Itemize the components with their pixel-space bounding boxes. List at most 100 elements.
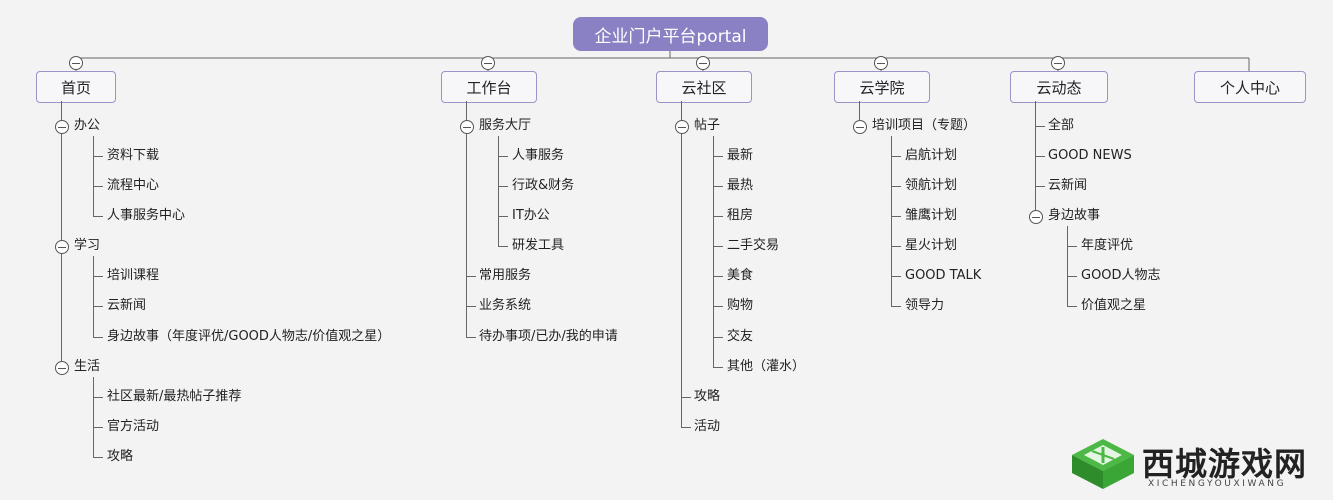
tree-leaf[interactable]: 云新闻 xyxy=(107,298,147,313)
tree-line xyxy=(93,136,94,216)
tree-line xyxy=(681,427,691,428)
tree-leaf[interactable]: 交友 xyxy=(727,329,754,344)
tree-leaf[interactable]: GOOD TALK xyxy=(905,268,982,283)
tree-line xyxy=(1035,126,1045,127)
tree-line xyxy=(713,136,714,367)
tree-leaf[interactable]: 资料下载 xyxy=(107,148,160,163)
tree-line xyxy=(498,156,508,157)
tree-leaf[interactable]: 购物 xyxy=(727,298,754,313)
tree-line xyxy=(713,276,723,277)
collapse-toggle-icon[interactable] xyxy=(696,56,710,70)
tree-node[interactable]: 常用服务 xyxy=(479,268,532,283)
tree-leaf[interactable]: 培训课程 xyxy=(107,268,160,283)
tree-line xyxy=(891,216,901,217)
tree-line xyxy=(713,306,723,307)
tree-line xyxy=(713,156,723,157)
tree-node[interactable]: 云新闻 xyxy=(1048,178,1088,193)
root-node[interactable]: 企业门户平台portal xyxy=(573,17,768,51)
collapse-toggle-icon[interactable] xyxy=(460,120,474,134)
collapse-toggle-icon[interactable] xyxy=(481,56,495,70)
tree-leaf[interactable]: 价值观之星 xyxy=(1081,298,1147,313)
collapse-toggle-icon[interactable] xyxy=(55,120,69,134)
tree-line xyxy=(498,136,499,246)
tree-leaf[interactable]: 最新 xyxy=(727,148,754,163)
watermark-title: 西城游戏网 xyxy=(1142,445,1308,483)
tree-line xyxy=(466,306,476,307)
tree-leaf[interactable]: IT办公 xyxy=(512,208,550,223)
tree-leaf[interactable]: 流程中心 xyxy=(107,178,160,193)
collapse-toggle-icon[interactable] xyxy=(55,361,69,375)
tree-leaf[interactable]: 雏鹰计划 xyxy=(905,208,958,223)
collapse-toggle-icon[interactable] xyxy=(874,56,888,70)
tree-node[interactable]: 学习 xyxy=(74,238,101,253)
tree-leaf[interactable]: 最热 xyxy=(727,178,754,193)
tree-node[interactable]: 全部 xyxy=(1048,118,1075,133)
tree-node[interactable]: 办公 xyxy=(74,118,101,133)
tree-line xyxy=(891,136,892,306)
tree-leaf[interactable]: 年度评优 xyxy=(1081,238,1134,253)
tree-line xyxy=(93,186,103,187)
tree-leaf[interactable]: 官方活动 xyxy=(107,419,160,434)
tree-line xyxy=(713,186,723,187)
tree-line xyxy=(93,156,103,157)
tree-node[interactable]: 待办事项/已办/我的申请 xyxy=(479,329,618,344)
node-home[interactable]: 首页 xyxy=(36,71,116,103)
node-cloud-community[interactable]: 云社区 xyxy=(656,71,752,103)
tree-leaf[interactable]: 人事服务中心 xyxy=(107,208,186,223)
tree-leaf[interactable]: 研发工具 xyxy=(512,238,565,253)
collapse-toggle-icon[interactable] xyxy=(675,120,689,134)
tree-line xyxy=(713,337,723,338)
tree-line xyxy=(498,216,508,217)
tree-leaf[interactable]: 领航计划 xyxy=(905,178,958,193)
tree-line xyxy=(891,186,901,187)
tree-line xyxy=(1035,101,1036,216)
tree-leaf[interactable]: 攻略 xyxy=(107,449,134,464)
tree-leaf[interactable]: 领导力 xyxy=(905,298,945,313)
tree-line xyxy=(93,256,94,337)
tree-node[interactable]: 身边故事 xyxy=(1048,208,1101,223)
collapse-toggle-icon[interactable] xyxy=(69,56,83,70)
tree-line xyxy=(466,276,476,277)
tree-node[interactable]: 活动 xyxy=(694,419,721,434)
watermark-subtitle: XICHENGYOUXIWANG xyxy=(1148,479,1287,489)
tree-line xyxy=(93,377,94,457)
collapse-toggle-icon[interactable] xyxy=(853,120,867,134)
tree-leaf[interactable]: 星火计划 xyxy=(905,238,958,253)
tree-node[interactable]: 生活 xyxy=(74,359,101,374)
tree-line xyxy=(1035,186,1045,187)
tree-line xyxy=(713,246,723,247)
tree-leaf[interactable]: 其他（灌水） xyxy=(727,359,806,374)
tree-line xyxy=(93,427,103,428)
tree-leaf[interactable]: GOOD人物志 xyxy=(1081,268,1161,283)
node-cloud-academy[interactable]: 云学院 xyxy=(834,71,930,103)
tree-line xyxy=(891,276,901,277)
green-cube-logo-icon xyxy=(1072,439,1134,489)
tree-leaf[interactable]: 美食 xyxy=(727,268,754,283)
tree-leaf[interactable]: 行政&财务 xyxy=(512,178,575,193)
tree-node[interactable]: 培训项目（专题） xyxy=(872,118,977,133)
tree-leaf[interactable]: 社区最新/最热帖子推荐 xyxy=(107,389,242,404)
tree-line xyxy=(891,306,901,307)
collapse-toggle-icon[interactable] xyxy=(1051,56,1065,70)
tree-node[interactable]: 帖子 xyxy=(694,118,721,133)
tree-line xyxy=(1067,306,1077,307)
node-workbench[interactable]: 工作台 xyxy=(441,71,537,103)
node-cloud-news[interactable]: 云动态 xyxy=(1010,71,1108,103)
node-personal-center[interactable]: 个人中心 xyxy=(1194,71,1306,103)
tree-line xyxy=(466,337,476,338)
tree-leaf[interactable]: 身边故事（年度评优/GOOD人物志/价值观之星） xyxy=(107,329,391,344)
tree-line xyxy=(498,246,508,247)
tree-node[interactable]: 攻略 xyxy=(694,389,721,404)
tree-leaf[interactable]: 人事服务 xyxy=(512,148,565,163)
tree-node[interactable]: 业务系统 xyxy=(479,298,532,313)
tree-leaf[interactable]: 二手交易 xyxy=(727,238,780,253)
tree-leaf[interactable]: 租房 xyxy=(727,208,754,223)
tree-node[interactable]: 服务大厅 xyxy=(479,118,532,133)
tree-node[interactable]: GOOD NEWS xyxy=(1048,148,1132,163)
collapse-toggle-icon[interactable] xyxy=(55,240,69,254)
collapse-toggle-icon[interactable] xyxy=(1029,210,1043,224)
tree-line xyxy=(681,101,682,427)
tree-leaf[interactable]: 启航计划 xyxy=(905,148,958,163)
tree-line xyxy=(713,216,723,217)
tree-line xyxy=(1067,226,1068,306)
